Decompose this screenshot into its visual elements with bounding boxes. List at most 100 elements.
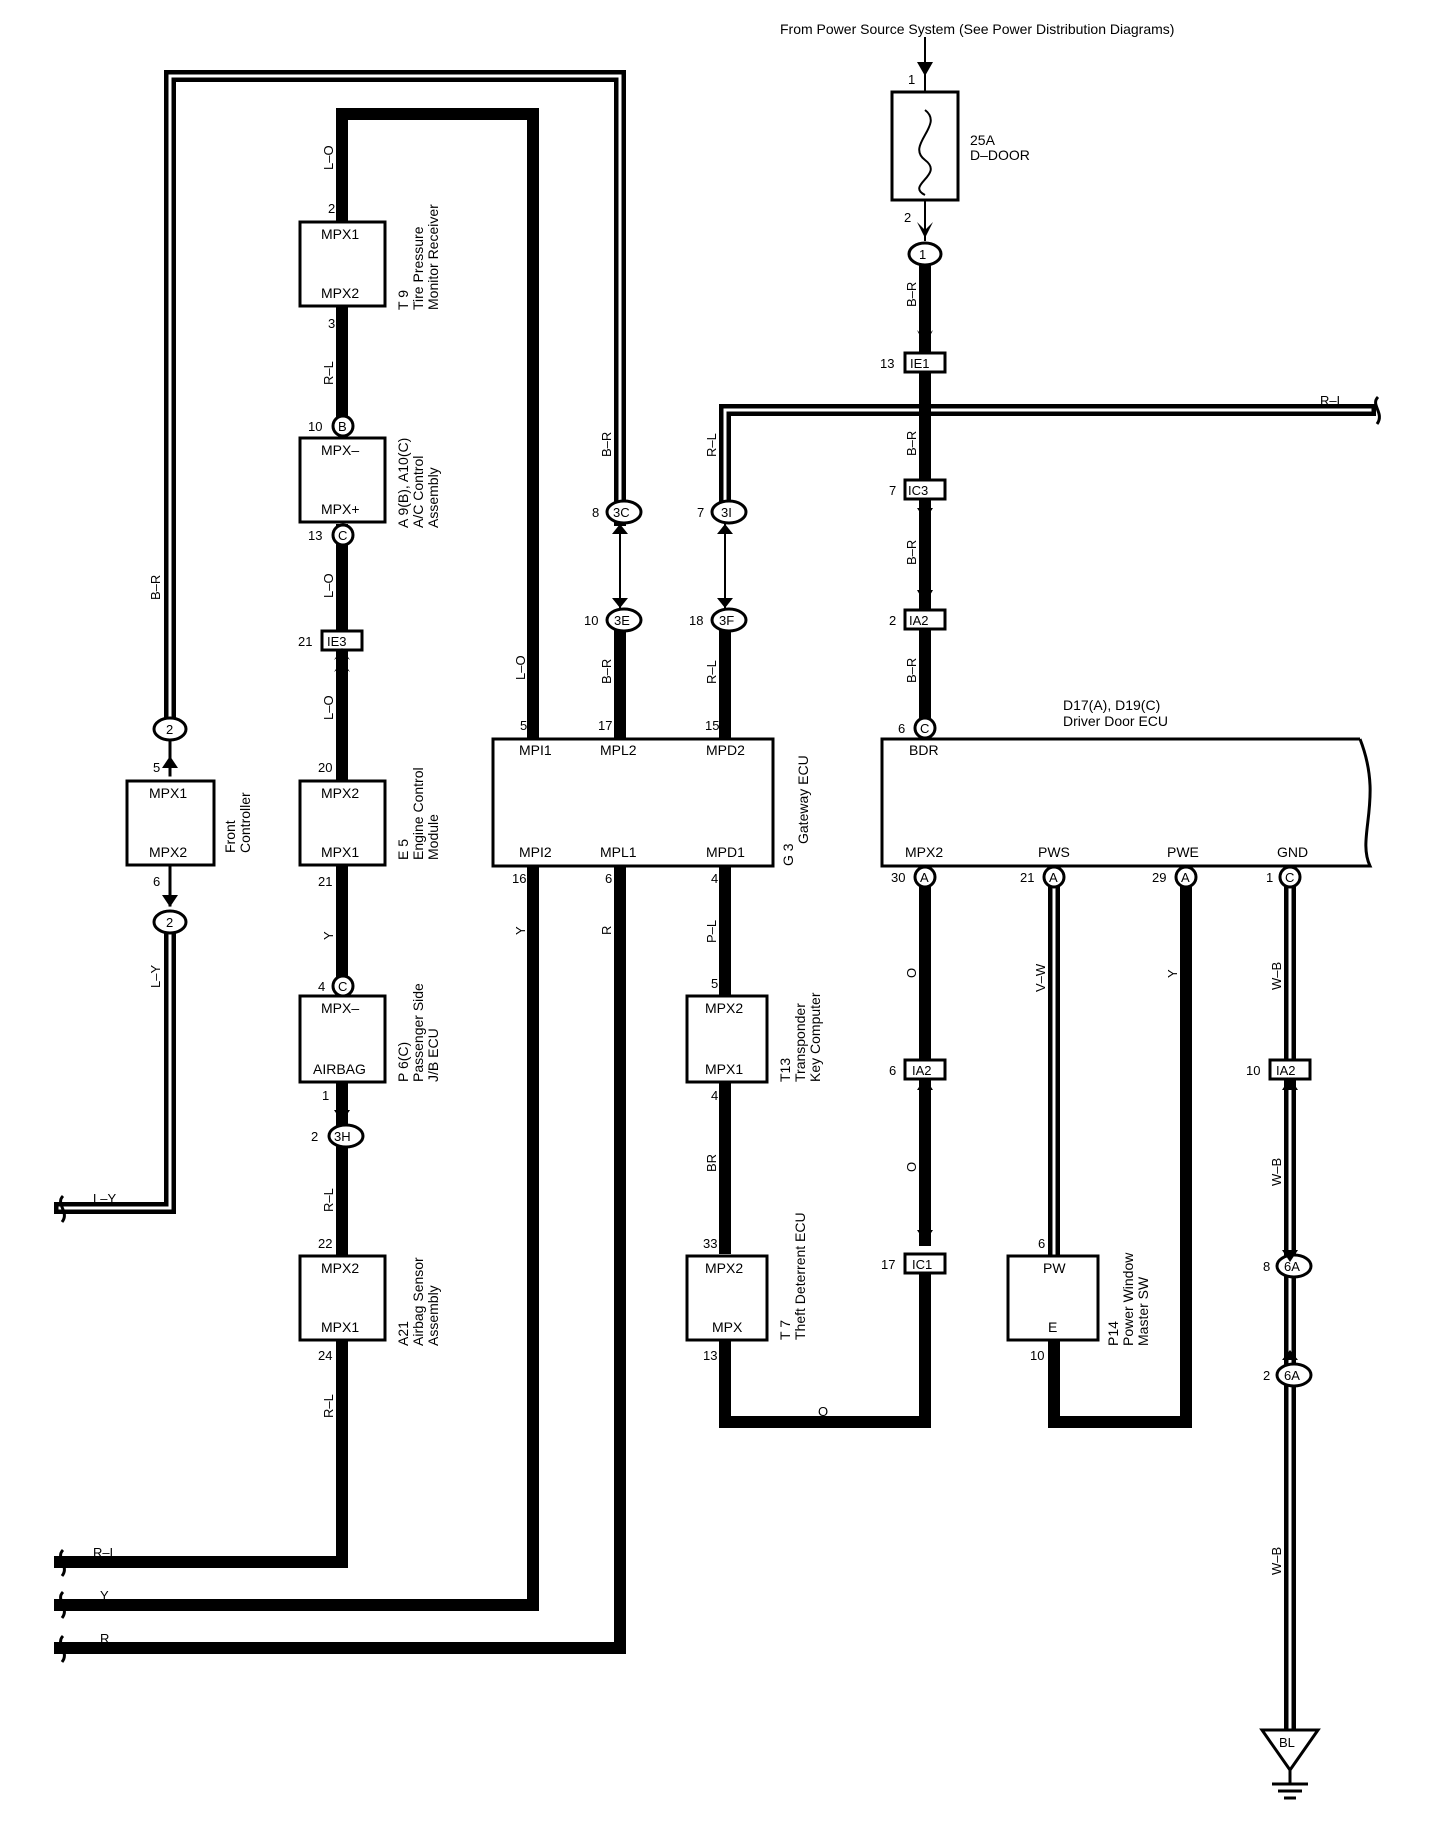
- ground-label: BL: [1279, 1735, 1295, 1750]
- conn-2-top: [152, 716, 188, 742]
- conn-3c-label: 3C: [613, 505, 630, 520]
- airbag-pin-bottom: 24: [318, 1348, 332, 1363]
- transponder-top-pin: MPX2: [705, 1000, 743, 1016]
- front-top-pin: MPX1: [149, 785, 187, 801]
- gateway-mpi2: MPI2: [519, 844, 552, 860]
- wire-label-o-3: O: [818, 1404, 828, 1419]
- conn-ic3-label: IC3: [908, 483, 928, 498]
- wire-label-rl-1: R–L: [321, 361, 336, 385]
- conn-b: [331, 414, 355, 438]
- wire-label-rl-bus: R–L: [1320, 393, 1344, 408]
- wire-label-br-1: B–R: [148, 575, 163, 600]
- gateway-name2: Gateway ECU: [795, 755, 811, 844]
- tpms-name3: Monitor Receiver: [425, 204, 441, 310]
- wire-label-ly-1: L–Y: [148, 965, 163, 988]
- pwsw-name3: Master SW: [1135, 1276, 1151, 1346]
- wire-label-wb-3: W–B: [1269, 1547, 1284, 1575]
- conn-a-29: [1174, 865, 1198, 889]
- pin-17-ic1: 17: [881, 1257, 895, 1272]
- conn-3e: [605, 607, 643, 633]
- conn-3i: [710, 499, 748, 525]
- pin-21-ie3: 21: [298, 634, 312, 649]
- ecm-pin-top: 20: [318, 760, 332, 775]
- wire-y-pwe: [1048, 879, 1192, 1428]
- transponder-name3: Key Computer: [807, 992, 823, 1082]
- ground-icon: [1272, 1770, 1308, 1800]
- wire-ly-inner: [58, 918, 172, 1210]
- pwsw-pin-top: 6: [1038, 1236, 1045, 1251]
- wire-lo-tpms: [336, 108, 539, 739]
- front-pin-top: 5: [153, 760, 160, 775]
- fuse-pin-in: 1: [908, 72, 915, 87]
- wire-br-front: [164, 70, 626, 731]
- pin-2-3h: 2: [311, 1129, 318, 1144]
- wire-label-br-5: B–R: [904, 282, 919, 307]
- ddecu-box: [880, 737, 1373, 868]
- conn-ie1-label: IE1: [910, 356, 930, 371]
- conn-ic3: [903, 478, 947, 501]
- ddecu-pin-29: 29: [1152, 870, 1166, 885]
- transponder-name1: T13: [777, 1058, 793, 1082]
- ddecu-pin-1: 1: [1266, 870, 1273, 885]
- pin-8-6a: 8: [1263, 1259, 1270, 1274]
- wire-label-y-3: Y: [1165, 969, 1180, 978]
- conn-ie1: [903, 351, 947, 374]
- tpms-top-pin: MPX1: [321, 226, 359, 242]
- wire-label-y-1: Y: [321, 931, 336, 940]
- pwsw-bottom-pin: E: [1048, 1319, 1057, 1335]
- pin-10-3e: 10: [584, 613, 598, 628]
- airbag-pin-top: 22: [318, 1236, 332, 1251]
- ddecu-pin-21: 21: [1020, 870, 1034, 885]
- theft-bottom-pin: MPX: [712, 1319, 743, 1335]
- pin-13-ie1: 13: [880, 356, 894, 371]
- conn-6a-bottom-label: 6A: [1284, 1368, 1300, 1383]
- pjb-top-pin: MPX–: [321, 1000, 359, 1016]
- fuse-pin-out: 2: [904, 210, 911, 225]
- ac-pin-top: 10: [308, 419, 322, 434]
- gateway-pin-6: 6: [605, 871, 612, 886]
- wire-label-lo-3: L–O: [321, 695, 336, 720]
- ecm-name3: Module: [425, 814, 441, 860]
- wire-label-r-2: R: [100, 1631, 109, 1646]
- pin-2-6a: 2: [1263, 1368, 1270, 1383]
- header-note: From Power Source System (See Power Dist…: [780, 21, 1174, 37]
- theft-name2: Theft Deterrent ECU: [792, 1212, 808, 1340]
- conn-a-21: [1042, 865, 1066, 889]
- gateway-mpi1: MPI1: [519, 742, 552, 758]
- wire-label-lo-1: L–O: [321, 145, 336, 170]
- wire-label-r-1: R: [599, 926, 614, 935]
- pin-10-ia2-gnd: 10: [1246, 1063, 1260, 1078]
- theft-name1: T 7: [777, 1320, 793, 1340]
- ac-name1: A 9(B), A10(C): [395, 438, 411, 528]
- pin-2-ia2: 2: [889, 613, 896, 628]
- wire-label-br-7: B–R: [904, 540, 919, 565]
- pwsw-top-pin: PW: [1043, 1260, 1066, 1276]
- ddecu-pin-6: 6: [898, 721, 905, 736]
- arrow-icons: [162, 62, 1298, 1360]
- conn-ia2-top-label: IA2: [909, 613, 929, 628]
- wire-label-wb-1: W–B: [1269, 962, 1284, 990]
- tpms-pin-top: 2: [328, 201, 335, 216]
- transponder-bottom-pin: MPX1: [705, 1061, 743, 1077]
- ac-top-pin: MPX–: [321, 442, 359, 458]
- theft-top-pin: MPX2: [705, 1260, 743, 1276]
- wire-label-rl-5: R–L: [704, 660, 719, 684]
- conn-ia2-gnd-label: IA2: [1276, 1063, 1296, 1078]
- pjb-bottom-pin: AIRBAG: [313, 1061, 366, 1077]
- fuse-rating: 25A: [970, 132, 996, 148]
- conn-ic1-label: IC1: [912, 1257, 932, 1272]
- conn-6a-top-label: 6A: [1284, 1259, 1300, 1274]
- wire-rl-airbag-bottom: [54, 1334, 348, 1568]
- conn-a-30-label: A: [920, 870, 929, 885]
- conn-1-label: 1: [919, 247, 926, 262]
- gateway-mpl2: MPL2: [600, 742, 637, 758]
- wire-label-y-4: Y: [100, 1588, 109, 1603]
- front-box: [125, 779, 216, 867]
- front-pin-bottom: 6: [153, 874, 160, 889]
- ddecu-gnd: GND: [1277, 844, 1308, 860]
- ac-name2: A/C Control: [410, 456, 426, 528]
- front-bottom-pin: MPX2: [149, 844, 187, 860]
- wire-label-br-8: B–R: [904, 658, 919, 683]
- pjb-name1: P 6(C): [395, 1042, 411, 1082]
- wire-label-o-2: O: [904, 1162, 919, 1172]
